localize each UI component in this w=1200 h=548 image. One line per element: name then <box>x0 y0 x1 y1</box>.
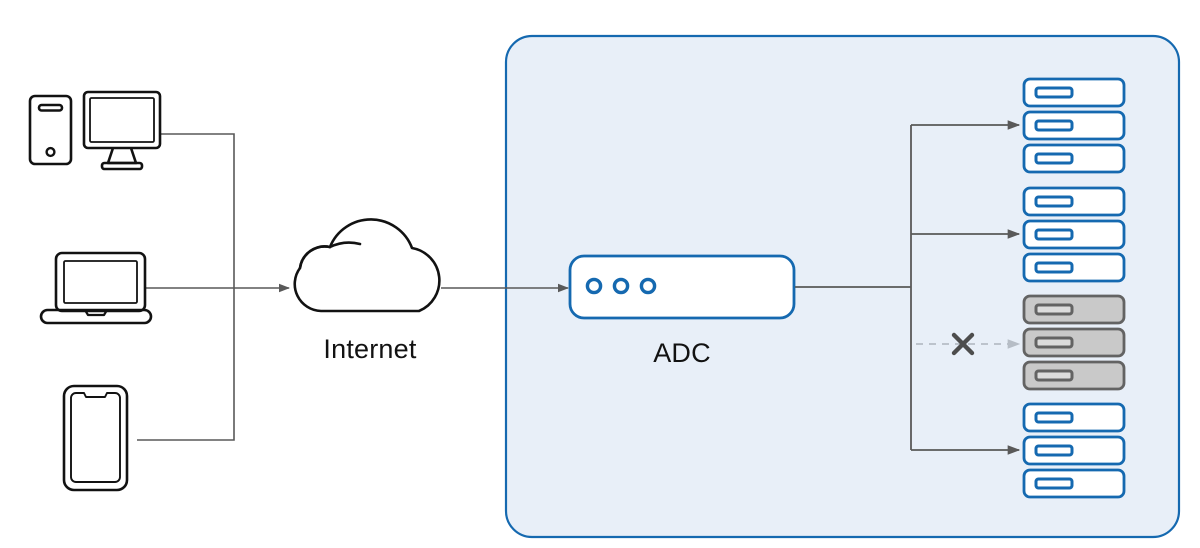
server-node[interactable] <box>1022 143 1126 174</box>
server-led-bar <box>1034 228 1074 241</box>
desktop-computer-icon <box>28 90 162 171</box>
server-node-failed[interactable] <box>1022 327 1126 358</box>
failure-x-icon <box>951 332 975 356</box>
adc-led-2 <box>612 277 630 295</box>
server-group-3 <box>1022 294 1126 391</box>
server-led-bar <box>1034 369 1074 382</box>
internet-label: Internet <box>323 334 417 364</box>
server-node[interactable] <box>1022 468 1126 499</box>
server-node[interactable] <box>1022 110 1126 141</box>
server-led-bar <box>1034 444 1074 457</box>
server-node[interactable] <box>1022 186 1126 217</box>
server-led-bar <box>1034 411 1074 424</box>
server-led-bar <box>1034 303 1074 316</box>
server-led-bar <box>1034 477 1074 490</box>
server-node-failed[interactable] <box>1022 294 1126 325</box>
server-group-2 <box>1022 186 1126 283</box>
server-group-1 <box>1022 77 1126 174</box>
server-node-failed[interactable] <box>1022 360 1126 391</box>
adc-led-3 <box>639 277 657 295</box>
server-node[interactable] <box>1022 435 1126 466</box>
server-led-bar <box>1034 261 1074 274</box>
laptop-icon <box>39 251 153 325</box>
adc-label: ADC <box>653 338 711 368</box>
server-led-bar <box>1034 119 1074 132</box>
server-led-bar <box>1034 86 1074 99</box>
server-led-bar <box>1034 195 1074 208</box>
adc-led-1 <box>585 277 603 295</box>
server-node[interactable] <box>1022 252 1126 283</box>
connector-desktop <box>137 133 235 441</box>
adc-appliance[interactable] <box>568 254 796 320</box>
server-led-bar <box>1034 336 1074 349</box>
smartphone-icon <box>62 384 129 492</box>
server-node[interactable] <box>1022 219 1126 250</box>
server-led-bar <box>1034 152 1074 165</box>
server-node[interactable] <box>1022 402 1126 433</box>
server-node[interactable] <box>1022 77 1126 108</box>
cloud-icon <box>293 218 441 313</box>
server-group-4 <box>1022 402 1126 499</box>
